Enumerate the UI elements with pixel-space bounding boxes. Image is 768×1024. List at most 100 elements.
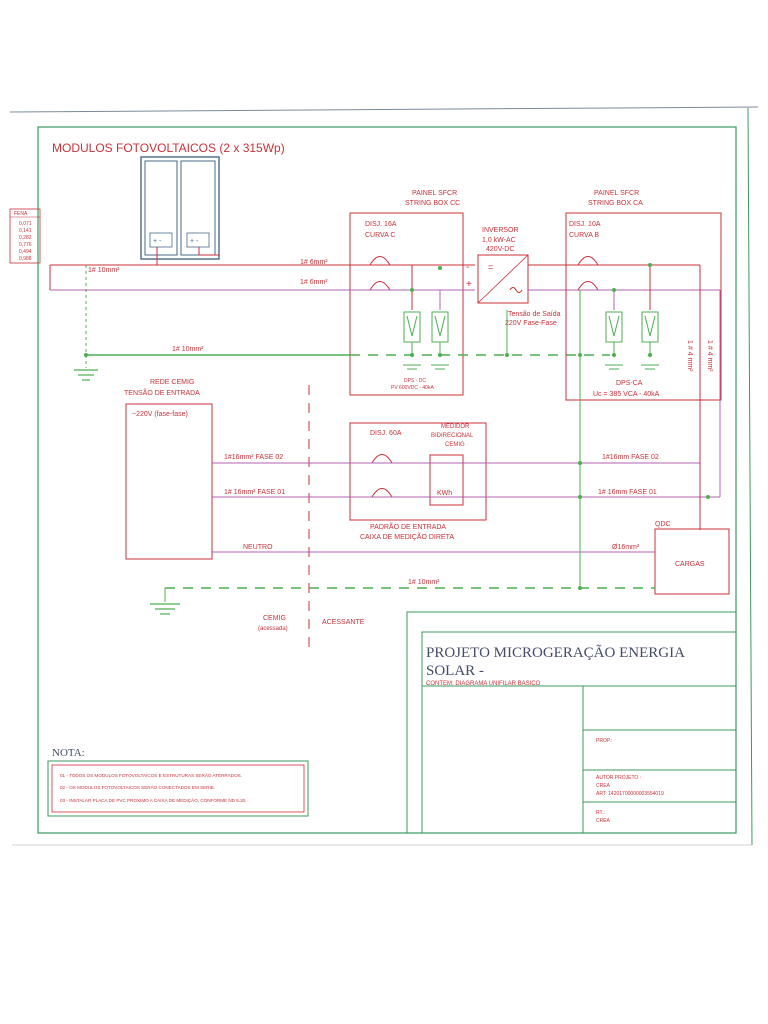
entrance-label: PADRÃO DE ENTRADA [370,522,446,531]
content-label: CONTEM: DIAGRAMA UNIFILAR BASICO [426,681,541,687]
note-item: 01 - TODOS OS MODULOS FOTOVOLTAICOS E ES… [60,772,242,778]
crea-label: CREA [596,818,611,824]
breaker-curve: CURVA C [365,232,395,239]
project-title-2: SOLAR - [426,663,484,679]
side-table-row: 0,494 [19,249,32,255]
title-block [406,611,737,834]
cable-label: 1# 6mm² [300,259,328,266]
drawing-frame [37,126,737,834]
breaker-label: DISJ. 60A [370,430,402,437]
connection-node [706,495,710,499]
inverter-plus: + [466,279,472,290]
cable-label: 1# 10mm² [172,346,204,353]
ground-node [648,353,652,357]
ground-icon [403,364,449,370]
cable-label: 1 # 4 mm² [706,340,713,372]
paper-edge-right [747,107,753,846]
cable-label: 1 # 4 mm² [686,340,693,372]
grid-box [125,403,213,560]
side-table-row: 0,988 [19,256,32,262]
dc-symbol-icon: = [488,262,493,272]
dps-dc-spec: PV 600VDC - 40kA [391,385,434,391]
dps-dc-label: DPS - DC [404,378,426,384]
connection-node [612,288,616,292]
boundary-left: CEMIG [263,615,286,622]
note-item: 03 - INSTALAR PLACA DE PVC PROXIMO A CAI… [60,797,247,803]
neutral-label: NEUTRO [243,544,273,551]
inverter-title: INVERSOR [482,227,519,234]
breaker-label: DISJ. 10A [569,221,601,228]
inverter-power: 1,0 kW-AC [482,237,516,244]
side-table-row: 0,141 [19,228,32,234]
project-title: PROJETO MICROGERAÇÃO ENERGIA [426,645,685,661]
ground-icon [605,364,659,370]
ground-icon [150,603,180,615]
pv-wiring [49,247,350,291]
string-box-ca-title: PAINEL SFCR [594,190,639,197]
inverter-input: 420V-DC [486,246,514,253]
side-table-row: 0,282 [19,235,32,241]
meter-title: CEMIG [445,442,465,448]
notes-title: NOTA: [52,747,85,759]
qdc-label: QDC [655,521,671,528]
loads-box [654,528,730,595]
grid-title: REDE CEMIG [150,379,194,386]
breaker-icon [371,454,393,498]
cable-label: 1# 10mm² [408,579,440,586]
ground-node [612,353,616,357]
ground-node [84,353,88,357]
meter-title: MEDIDOR [441,424,470,430]
inverter-box [477,254,529,304]
string-box-cc-title: PAINEL SFCR [412,190,457,197]
pv-modules: + - + - [140,156,220,260]
boundary-right: ACESSANTE [322,619,365,626]
kwh-label: KWh [437,490,452,497]
junction-box-icon: + - [153,238,162,245]
cable-label: 1#16mm² FASE 02 [224,454,283,461]
cable-label: 1#16mm FASE 02 [602,454,659,461]
entrance-label: CAIXA DE MEDIÇÃO DIRETA [360,532,454,541]
side-table: FENA 0,071 0,141 0,282 0,776 0,494 0,988 [9,208,41,264]
rt-label: RT.: [596,810,605,816]
connection-node [438,266,442,270]
breaker-curve: CURVA B [569,232,599,239]
cable-label: Ø16mm² [612,544,640,551]
title: MODULOS FOTOVOLTAICOS (2 x 315Wp) [52,141,285,155]
inverter-output-voltage: 220V Fase-Fase [505,320,557,327]
ac-symbol-icon [509,287,523,293]
notes-box [47,760,309,817]
prop-label: PROP.: [596,738,612,744]
dps-ca-label: DPS-CA [616,380,643,387]
junction-box-icon: + - [190,238,199,245]
note-item: 02 - OS MODULOS FOTOVOLTAICOS SERÃO CONE… [60,784,215,790]
inverter-minus: - [466,262,469,273]
inverter-ac-wiring [528,264,720,291]
art-label: ART: 14201700000003554019 [596,791,664,797]
cable-label: 1# 6mm² [300,279,328,286]
boundary-left-sub: (acessada) [258,626,288,632]
cable-label: 1# 16mm² FASE 01 [224,489,285,496]
meter-title: BIDIRECIONAL [431,433,474,439]
side-table-row: 0,071 [19,221,32,227]
loads-label: CARGAS [675,561,705,568]
connection-node [578,495,582,499]
dps-dc-icon [403,311,449,355]
connection-node [648,263,652,267]
breaker-icon [369,256,391,291]
notes-inner-box [51,764,305,813]
breaker-icon [577,256,599,291]
connection-node [578,461,582,465]
string-box-cc-subtitle: STRING BOX CC [405,200,460,207]
ground-icon [74,369,98,381]
cable-label: 1# 16mm FASE 01 [598,489,657,496]
string-box-ca [565,212,722,401]
side-table-row: 0,776 [19,242,32,248]
phase-wiring [212,400,721,553]
inverter-output: Tensão de Saída [508,311,561,318]
string-box-cc-wiring [350,264,475,310]
grid-subtitle: TENSÃO DE ENTRADA [124,388,200,397]
inverter-diagonal [477,254,529,304]
author-label: AUTOR PROJETO : [596,775,641,781]
cable-label: 1# 10mm² [88,267,120,274]
